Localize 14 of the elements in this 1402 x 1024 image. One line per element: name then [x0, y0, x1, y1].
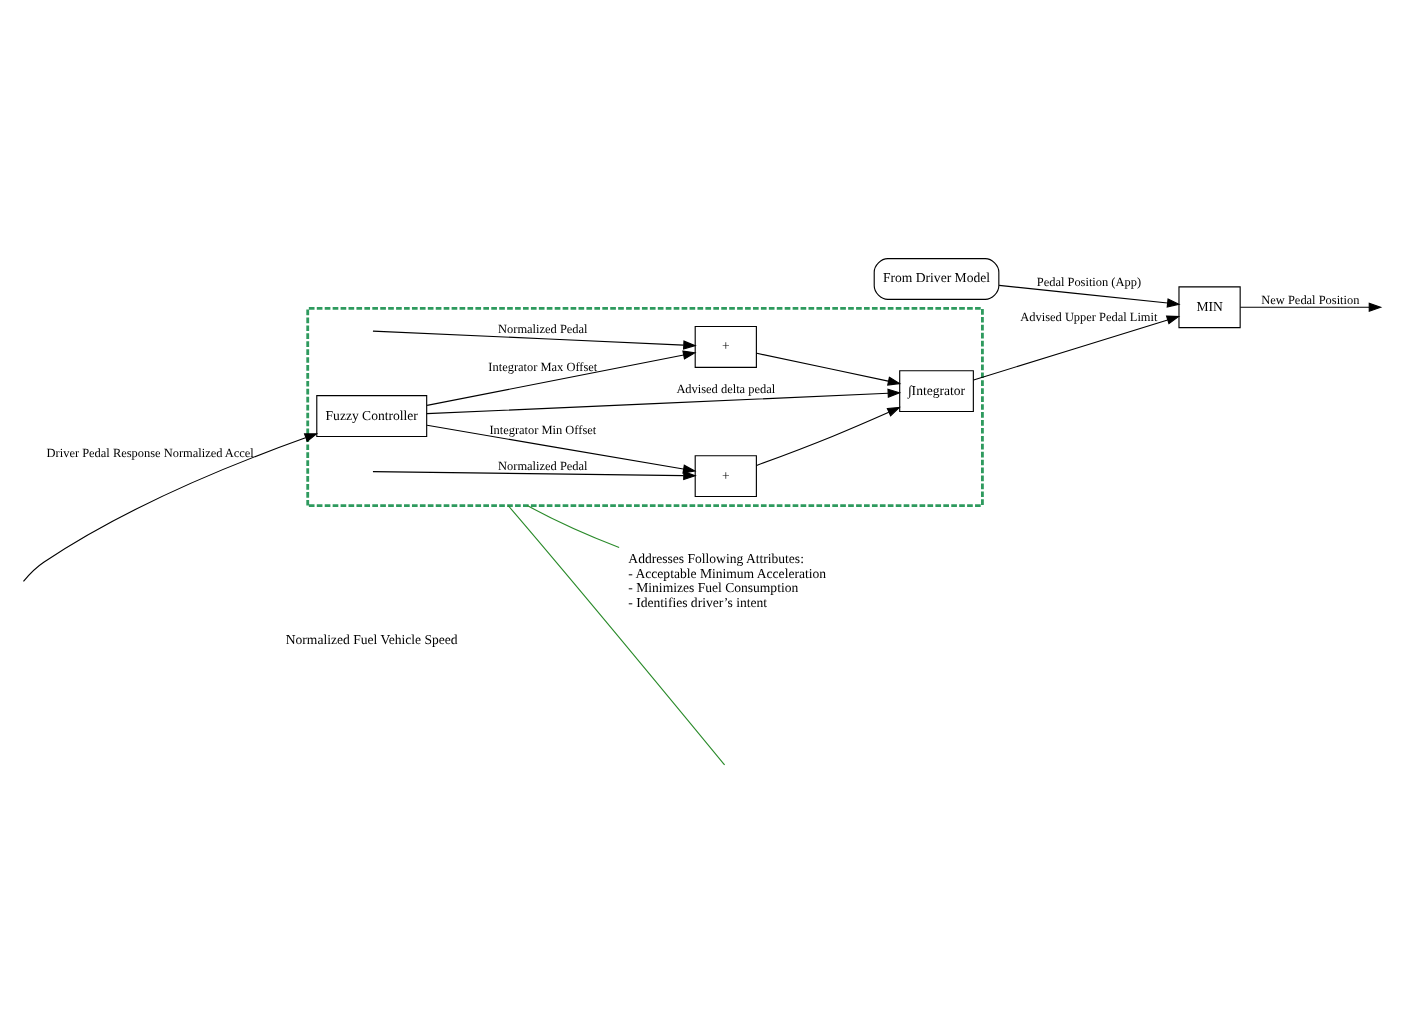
cluster — [305, 307, 983, 507]
arrow — [997, 284, 1180, 308]
arrow — [425, 388, 901, 415]
arrow — [425, 340, 696, 406]
arrow — [1238, 302, 1382, 313]
arrow — [371, 330, 696, 360]
arrow — [755, 352, 901, 386]
arrow — [425, 424, 696, 481]
arrow — [21, 433, 318, 582]
arrow — [972, 315, 1180, 381]
connector — [525, 505, 619, 549]
connector — [506, 505, 725, 766]
arrow — [755, 406, 900, 466]
arrow — [371, 464, 696, 481]
